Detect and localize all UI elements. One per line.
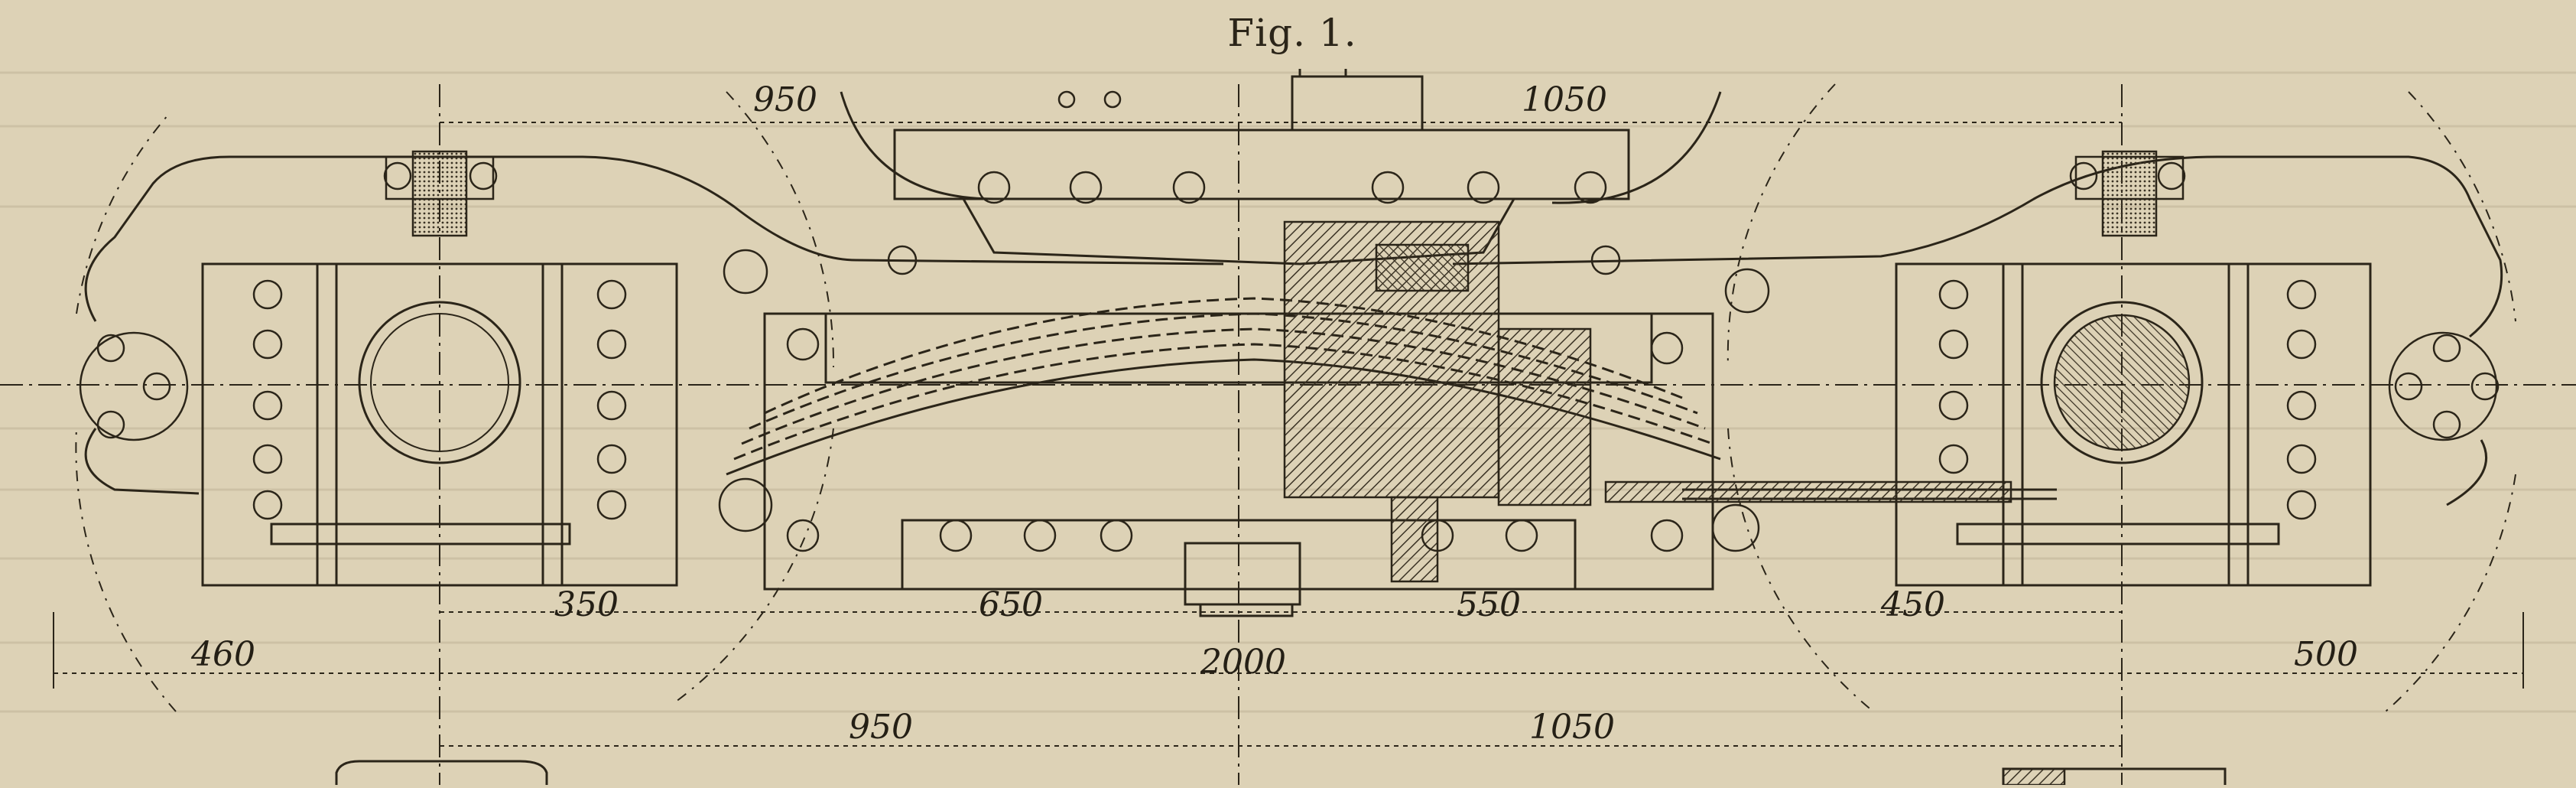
dimension-label-350: 350 [554,585,619,624]
figure-title: Fig. 1. [1227,11,1357,55]
dimension-label-1050-top: 1050 [1522,80,1607,119]
dimension-label-460: 460 [191,635,255,674]
dimension-label-1050-bottom: 1050 [1529,708,1615,747]
dimension-label-450: 450 [1881,585,1945,624]
dimension-label-2000: 2000 [1200,643,1286,682]
bolts [96,90,2500,552]
dimension-label-550: 550 [1457,585,1521,624]
hatched-sections [1283,220,2191,786]
dimension-label-500: 500 [2294,635,2358,674]
dimension-label-950-top: 950 [753,80,817,119]
stippled-blocks [385,150,2185,237]
dimension-label-950-bottom: 950 [849,708,913,747]
dimension-label-650: 650 [979,585,1043,624]
